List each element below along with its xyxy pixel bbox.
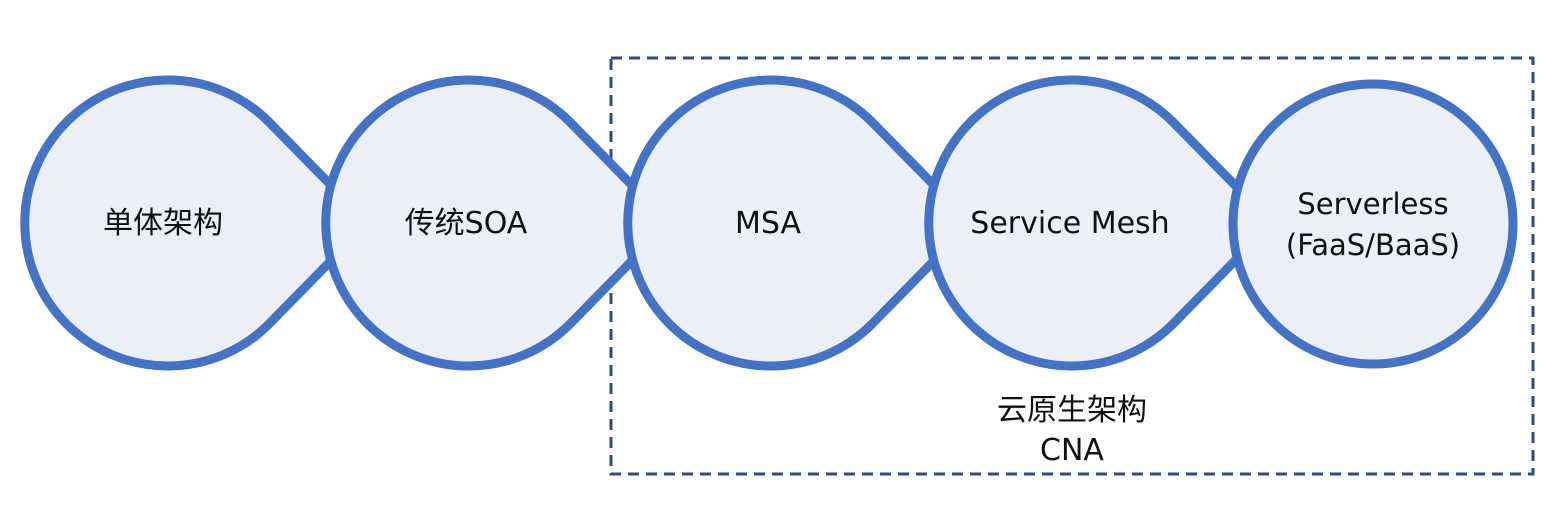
stage-node-shape [924,75,1279,371]
stage-node-shape [623,75,978,371]
stage-label: 传统SOA [405,206,528,241]
stage-node-monolith: 单体架构 [20,75,375,371]
cna-group-label: 云原生架构 [997,393,1147,428]
stage-node-shape [321,75,676,371]
stage-label: Serverless [1297,187,1448,221]
stage-label: Service Mesh [970,206,1169,241]
stage-node-shape [20,75,375,371]
stage-node-soa: 传统SOA [321,75,676,371]
stage-node-msa: MSA [623,75,978,371]
stage-label: MSA [735,206,801,241]
stage-sublabel: (FaaS/BaaS) [1286,228,1460,262]
stage-node-shape [1228,79,1518,369]
stage-node-serverless: Serverless (FaaS/BaaS) [1228,79,1518,369]
cna-group-abbrev: CNA [1040,433,1104,468]
stage-label: 单体架构 [103,206,223,241]
stage-node-service-mesh: Service Mesh [924,75,1279,371]
